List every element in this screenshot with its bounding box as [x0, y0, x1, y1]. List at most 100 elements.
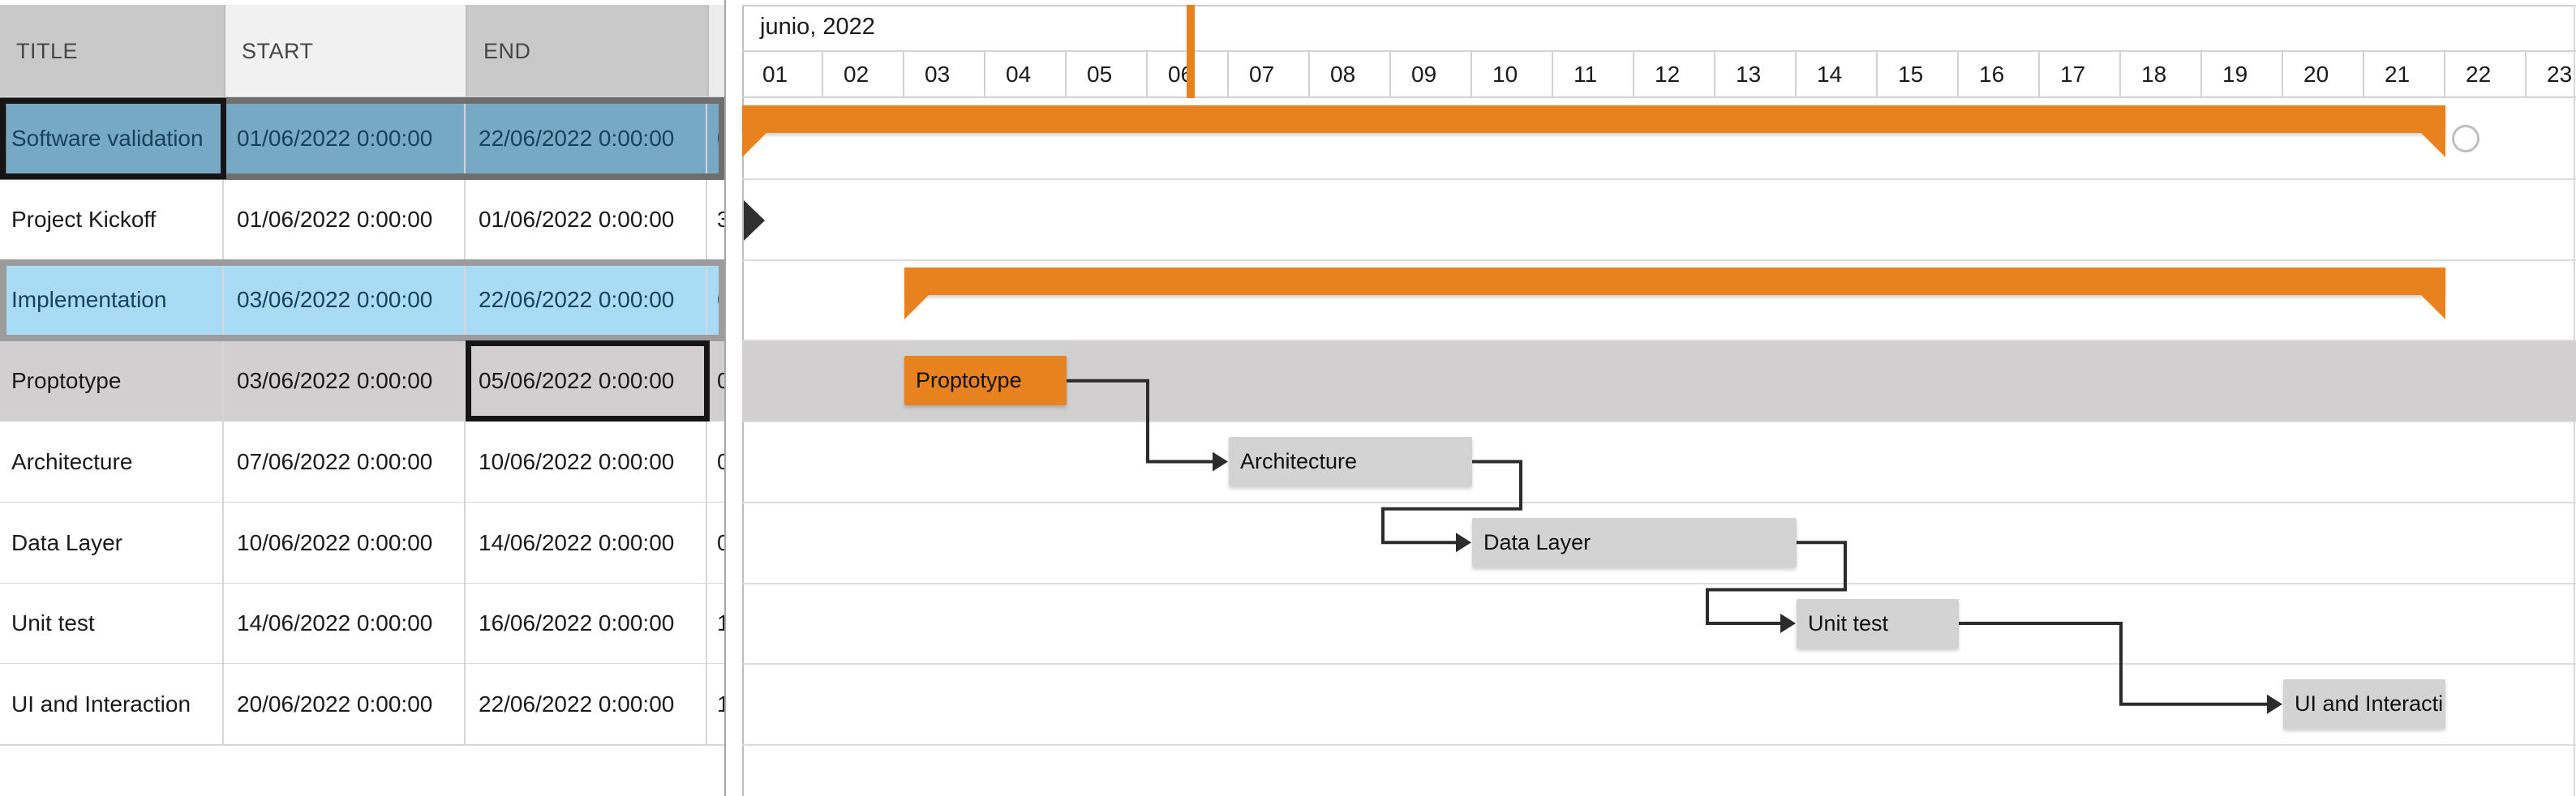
day-header-cell: 13 [1715, 52, 1797, 96]
grid-row-line [0, 744, 725, 746]
cell-title[interactable]: Implementation [0, 259, 224, 341]
day-header-cell: 07 [1229, 52, 1310, 96]
day-header-cell: 08 [1310, 52, 1391, 96]
cell-end[interactable]: 01/06/2022 0:00:00 [466, 178, 707, 260]
cell-extra[interactable]: 1 [707, 664, 725, 745]
cell-title[interactable]: Proptotype [0, 340, 224, 422]
taskbar-unit-test[interactable]: Unit test [1797, 598, 1959, 648]
timeline-month-label: junio, 2022 [760, 14, 875, 40]
chart-top-border [742, 5, 2576, 6]
cell-start[interactable]: 01/06/2022 0:00:00 [224, 98, 466, 179]
chart-row-line [742, 340, 2576, 342]
chart-row-line [742, 501, 2576, 503]
day-header-cell: 21 [2364, 52, 2445, 96]
chart-row-line [742, 744, 2576, 746]
cell-title[interactable]: UI and Interaction [0, 664, 224, 745]
day-header-cell: 11 [1553, 52, 1634, 96]
cell-start[interactable]: 20/06/2022 0:00:00 [224, 664, 466, 745]
milestone-diamond[interactable] [744, 199, 765, 241]
day-header-cell: 03 [904, 52, 985, 96]
day-header-cell: 15 [1878, 52, 1959, 96]
cell-start[interactable]: 14/06/2022 0:00:00 [224, 583, 466, 665]
day-header-cell: 16 [1959, 52, 2040, 96]
taskbar-label: Data Layer [1483, 529, 1591, 554]
day-header-cell: 12 [1634, 52, 1715, 96]
chart-row-line [742, 178, 2576, 180]
cell-extra[interactable]: 0 [707, 340, 725, 422]
chart-row-line [742, 259, 2576, 261]
today-marker-line [1187, 5, 1195, 98]
cell-end[interactable]: 22/06/2022 0:00:00 [466, 664, 707, 745]
column-header-extra[interactable] [707, 5, 725, 98]
cell-title[interactable]: Project Kickoff [0, 178, 224, 260]
column-header-title[interactable]: TITLE [0, 5, 224, 98]
day-header-cell: 22 [2445, 52, 2527, 96]
chart-row-line [742, 421, 2576, 422]
taskbar-label: Unit test [1808, 610, 1889, 636]
summary-taskbar[interactable] [742, 105, 2445, 133]
month-bottom-border [742, 50, 2576, 52]
column-header-start[interactable]: START [224, 5, 466, 98]
cell-start[interactable]: 03/06/2022 0:00:00 [224, 259, 466, 341]
cell-extra[interactable]: 0 [707, 259, 725, 341]
chart-row-line [742, 663, 2576, 665]
cell-end[interactable]: 22/06/2022 0:00:00 [466, 259, 707, 341]
day-header-cell: 04 [985, 52, 1067, 96]
taskbar-label: Architecture [1240, 449, 1358, 473]
taskbar-resize-handle[interactable] [2452, 125, 2479, 152]
day-header-cell: 01 [742, 52, 823, 96]
day-header-cell: 19 [2202, 52, 2283, 96]
dayrow-bottom-border [742, 96, 2576, 98]
cell-title[interactable]: Software validation [0, 98, 224, 179]
cell-end[interactable]: 14/06/2022 0:00:00 [466, 502, 707, 584]
summary-taskbar-right-tip [2421, 133, 2445, 157]
cell-extra[interactable]: 0 [707, 98, 725, 179]
cell-start[interactable]: 10/06/2022 0:00:00 [224, 502, 466, 584]
day-header-cell: 20 [2283, 52, 2364, 96]
summary-taskbar[interactable] [904, 267, 2445, 295]
taskbar-label: UI and Interaction [2295, 691, 2442, 717]
splitter-handle[interactable] [725, 0, 742, 796]
summary-taskbar-left-tip [742, 133, 766, 157]
column-header-end[interactable]: END [466, 5, 707, 98]
day-header-cell: 18 [2121, 52, 2202, 96]
taskbar-architecture[interactable]: Architecture [1229, 437, 1472, 486]
cell-title[interactable]: Architecture [0, 422, 224, 503]
cell-extra[interactable]: 0 [707, 422, 725, 503]
cell-start[interactable]: 07/06/2022 0:00:00 [224, 422, 466, 503]
day-header-cell: 09 [1391, 52, 1472, 96]
cell-end[interactable]: 10/06/2022 0:00:00 [466, 422, 707, 503]
taskbar-data-layer[interactable]: Data Layer [1472, 517, 1797, 567]
cell-title[interactable]: Unit test [0, 583, 224, 665]
day-header-cell: 14 [1797, 52, 1878, 96]
cell-end[interactable]: 16/06/2022 0:00:00 [466, 583, 707, 665]
splitter-left-line [724, 0, 726, 796]
day-header-cell: 02 [823, 52, 904, 96]
cell-end[interactable]: 05/06/2022 0:00:00 [466, 340, 707, 422]
day-header-cell: 05 [1067, 52, 1148, 96]
cell-start[interactable]: 01/06/2022 0:00:00 [224, 178, 466, 260]
day-header-cell: 17 [2040, 52, 2121, 96]
taskbar-ui-and-interaction[interactable]: UI and Interaction [2283, 679, 2445, 730]
day-header-cell: 10 [1472, 52, 1553, 96]
taskbar-label: Proptotype [916, 368, 1022, 393]
cell-title[interactable]: Data Layer [0, 502, 224, 584]
taskbar-proptotype[interactable]: Proptotype [904, 356, 1067, 406]
chart-row-line [742, 582, 2576, 584]
cell-start[interactable]: 03/06/2022 0:00:00 [224, 340, 466, 422]
summary-taskbar-right-tip [2421, 294, 2445, 319]
cell-extra[interactable]: 1 [707, 583, 725, 665]
cell-extra[interactable]: 0 [707, 502, 725, 584]
cell-end[interactable]: 22/06/2022 0:00:00 [466, 98, 707, 179]
cell-extra[interactable]: 3 [707, 178, 725, 260]
